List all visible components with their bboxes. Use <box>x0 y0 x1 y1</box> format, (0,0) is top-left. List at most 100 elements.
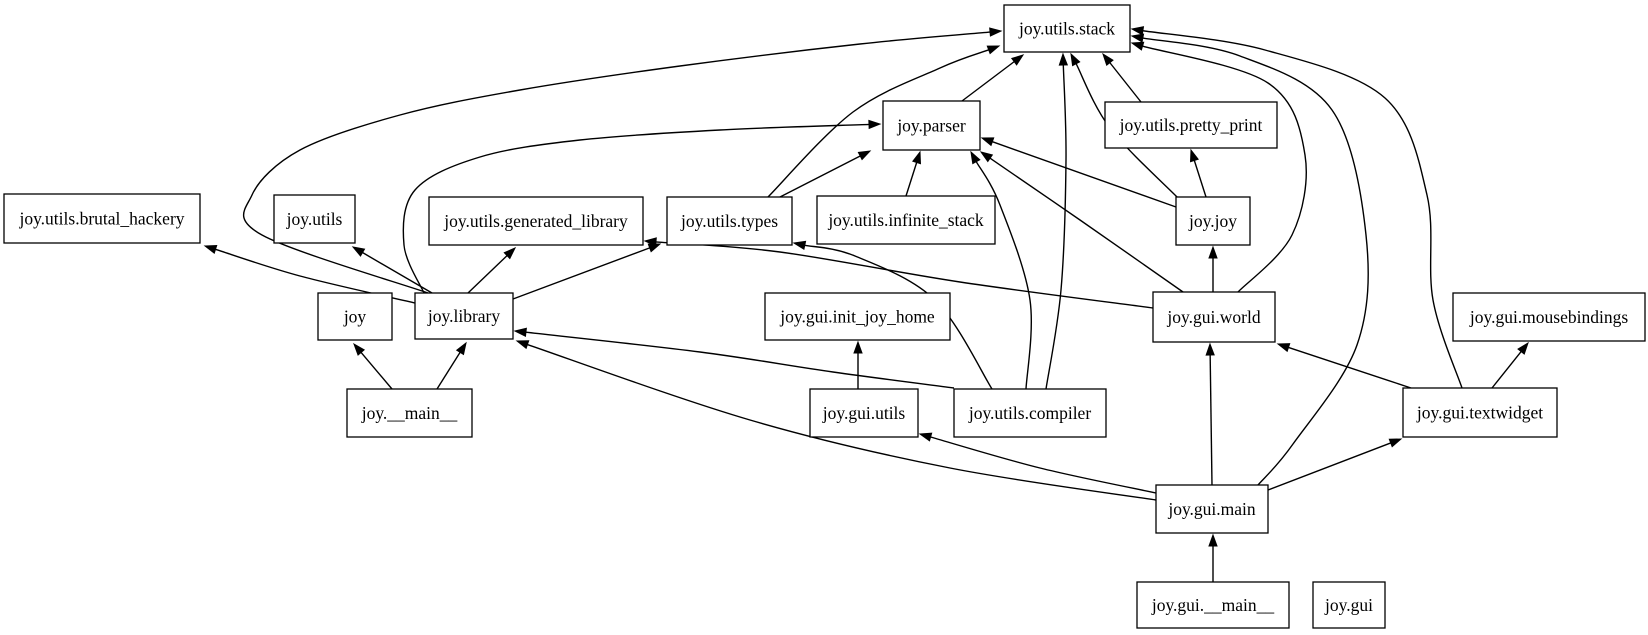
node-label: joy.gui.world <box>1166 307 1260 327</box>
node-box <box>1312 581 1386 629</box>
edge-line <box>1267 442 1391 491</box>
node-box <box>1452 292 1646 342</box>
arrowhead-icon <box>1208 533 1218 547</box>
node-label: joy.utils.types <box>680 211 778 231</box>
node-joy-gui-main: joy.gui.main <box>1155 484 1269 534</box>
arrowhead-icon <box>853 340 863 354</box>
node-label: joy.library <box>427 306 500 326</box>
edge-line <box>1045 64 1067 390</box>
arrowhead-icon <box>1130 41 1145 51</box>
node-box <box>816 195 996 245</box>
edge-line <box>527 343 1157 501</box>
node-joy-gui-world: joy.gui.world <box>1152 291 1276 343</box>
edges-layer <box>203 26 1529 582</box>
edge-joy-gui-main-to-joy-gui-world <box>1205 342 1215 486</box>
node-box <box>1003 4 1131 53</box>
arrowhead-icon <box>1102 52 1114 66</box>
node-box <box>3 193 201 244</box>
edge-joy-main-to-joy-library <box>436 341 467 390</box>
node-box <box>1104 101 1278 149</box>
edge-joy-gui-world-to-joy-utils-stack <box>1130 41 1307 293</box>
edge-joy-main-to-joy <box>353 342 393 390</box>
edge-line <box>436 351 461 390</box>
edge-joy-gui-textwidget-to-joy-gui-world <box>1276 343 1412 389</box>
edge-joy-utils-types-to-joy-parser <box>779 150 872 198</box>
edge-joy-gui-textwidget-to-joy-gui-mousebindings <box>1491 341 1529 389</box>
node-joy-utils-compiler: joy.utils.compiler <box>953 388 1107 438</box>
edge-line <box>1288 346 1412 389</box>
node-label: joy.gui.__main__ <box>1151 595 1275 615</box>
edge-joy-utils-infinite-stack-to-joy-parser <box>905 150 922 197</box>
arrowhead-icon <box>353 342 366 356</box>
arrowhead-icon <box>1190 148 1199 163</box>
arrowhead-icon <box>503 246 517 260</box>
edge-joy-utils-pretty-print-to-joy-utils-stack <box>1102 52 1142 103</box>
node-joy-utils-pretty-print: joy.utils.pretty_print <box>1104 101 1278 149</box>
edge-joy-library-to-joy-utils-generated-library <box>467 246 517 294</box>
edge-line <box>1491 351 1522 389</box>
node-label: joy.gui.utils <box>822 403 906 423</box>
edge-line <box>467 255 508 294</box>
edge-joy-gui-main-to-joy-gui-textwidget <box>1267 438 1403 491</box>
arrowhead-icon <box>455 341 467 356</box>
node-label: joy.gui.textwidget <box>1416 402 1543 422</box>
arrowhead-icon <box>643 237 657 247</box>
arrowhead-icon <box>1130 26 1145 36</box>
node-joy-gui: joy.gui <box>1312 581 1386 629</box>
nodes-layer: joy.utils.stack joy.parser joy.utils.prett… <box>3 4 1646 629</box>
edge-joy-library-to-joy-parser <box>402 119 882 294</box>
arrowhead-icon <box>1388 438 1403 448</box>
edge-line <box>1193 160 1207 198</box>
arrowhead-icon <box>515 340 530 350</box>
edge-joy-utils-compiler-to-joy-utils-types <box>792 240 993 390</box>
node-label: joy <box>343 306 367 326</box>
edge-joy-gui-main-to-joy-gui-main <box>1208 533 1218 582</box>
node-box <box>809 388 919 438</box>
edge-joy-gui-world-to-joy-joy <box>1208 245 1218 292</box>
edge-joy-gui-main-to-joy-utils-stack <box>1130 33 1369 486</box>
node-label: joy.utils.generated_library <box>443 211 628 231</box>
node-joy-utils-stack: joy.utils.stack <box>1003 4 1131 53</box>
edge-joy-utils-compiler-to-joy-library <box>513 327 955 389</box>
node-label: joy.joy <box>1188 211 1237 231</box>
node-joy-gui-utils: joy.gui.utils <box>809 388 919 438</box>
node-label: joy.gui <box>1324 595 1373 615</box>
edge-joy-parser-to-joy-utils-stack <box>961 54 1025 102</box>
node-label: joy.gui.init_joy_home <box>779 306 935 326</box>
node-box <box>1155 484 1269 534</box>
edge-line <box>989 157 1184 293</box>
node-label: joy.parser <box>896 115 966 135</box>
node-box <box>346 388 473 438</box>
edge-joy-gui-main-to-joy-gui-utils <box>918 432 1157 494</box>
edge-joy-gui-textwidget-to-joy-utils-stack <box>1130 26 1463 389</box>
arrowhead-icon <box>1276 343 1291 353</box>
node-joy-library: joy.library <box>414 292 514 340</box>
node-joy-utils-types: joy.utils.types <box>666 196 793 246</box>
arrowhead-icon <box>1070 52 1081 67</box>
node-joy: joy <box>317 292 393 341</box>
arrowhead-icon <box>1208 245 1218 259</box>
node-label: joy.utils.compiler <box>968 403 1091 423</box>
node-box <box>1136 581 1290 629</box>
node-box <box>953 388 1107 438</box>
arrowhead-icon <box>203 244 218 254</box>
arrowhead-icon <box>1130 33 1145 43</box>
node-joy-gui-textwidget: joy.gui.textwidget <box>1402 387 1558 438</box>
arrowhead-icon <box>970 150 981 165</box>
node-joy-gui-init-joy-home: joy.gui.init_joy_home <box>764 292 951 341</box>
edge-line <box>992 141 1177 208</box>
node-joy-parser: joy.parser <box>882 100 981 151</box>
edge-line <box>905 162 918 197</box>
node-joy-gui-mousebindings: joy.gui.mousebindings <box>1452 292 1646 342</box>
arrowhead-icon <box>989 27 1003 37</box>
node-label: joy.utils <box>286 209 343 229</box>
node-label: joy.utils.brutal_hackery <box>18 208 184 228</box>
node-label: joy.gui.mousebindings <box>1469 307 1629 327</box>
edge-line <box>779 155 861 198</box>
node-label: joy.__main__ <box>361 403 458 423</box>
node-joy-main: joy.__main__ <box>346 388 473 438</box>
edge-line <box>402 123 870 294</box>
arrowhead-icon <box>1517 341 1529 355</box>
